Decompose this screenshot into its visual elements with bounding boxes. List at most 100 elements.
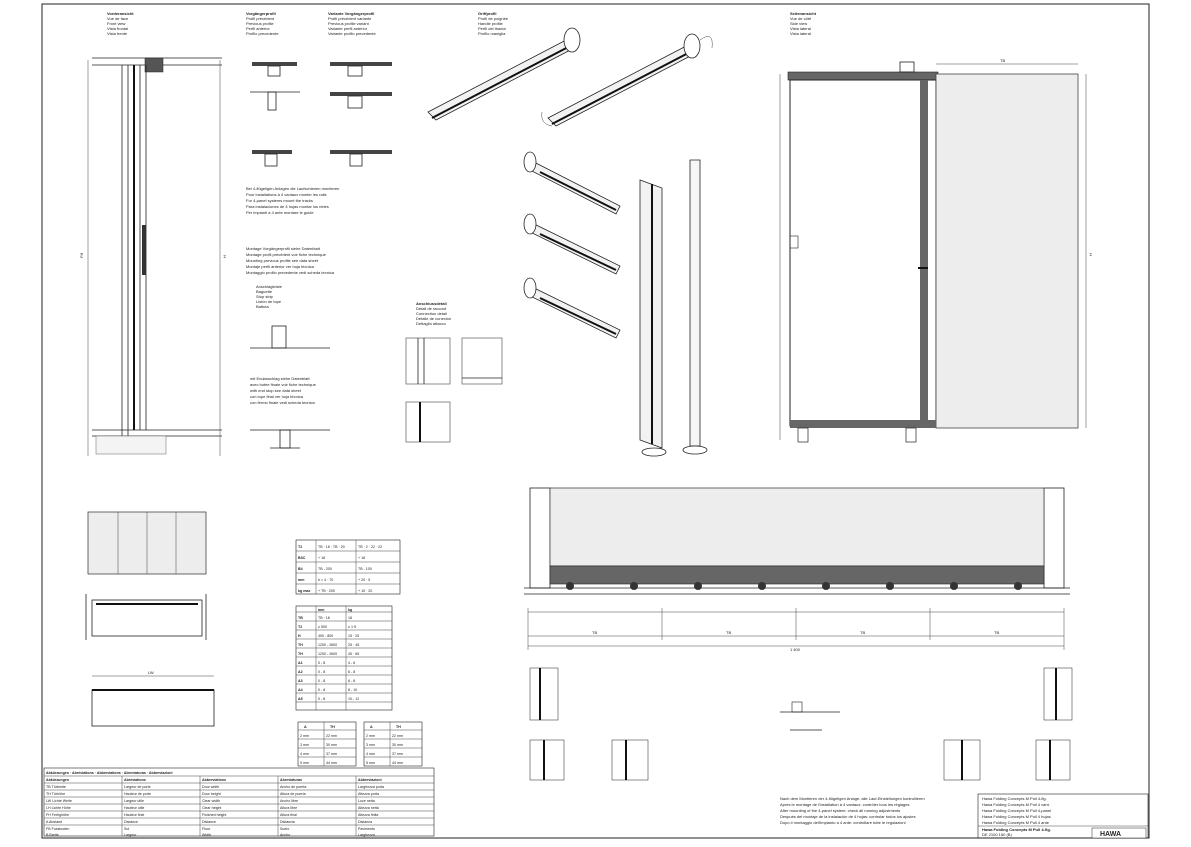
- svg-text:+ TB · 200: + TB · 200: [318, 589, 335, 593]
- svg-text:with end stop see data sheet: with end stop see data sheet: [250, 388, 302, 393]
- svg-text:Altura de puerta: Altura de puerta: [280, 792, 306, 796]
- svg-text:TB · 18: TB · 18: [318, 616, 330, 620]
- svg-text:Distance: Distance: [202, 820, 216, 824]
- svg-text:3 mm: 3 mm: [366, 743, 375, 747]
- svg-text:Seitenansicht: Seitenansicht: [790, 11, 817, 16]
- profile-details: Vorgängerprofil Profil précédent Previou…: [246, 11, 392, 449]
- svg-text:Ancho libre: Ancho libre: [280, 799, 298, 803]
- svg-text:TB: TB: [592, 630, 597, 635]
- svg-text:15 · 25: 15 · 25: [348, 634, 359, 638]
- svg-text:Pavimento: Pavimento: [358, 827, 375, 831]
- svg-text:Side view: Side view: [790, 21, 807, 26]
- svg-text:Abreviaturas: Abreviaturas: [280, 778, 302, 782]
- svg-text:2 mm: 2 mm: [366, 734, 375, 738]
- svg-text:Altezza netta: Altezza netta: [358, 806, 379, 810]
- table-a: T2 TB · 18 · TB · 20 TB · 2 · 22 · 22 B3…: [295, 539, 401, 595]
- svg-text:Door height: Door height: [202, 792, 221, 796]
- svg-text:4 - 6: 4 - 6: [348, 661, 355, 665]
- svg-text:0 - 8: 0 - 8: [318, 697, 325, 701]
- svg-text:Larghezza: Larghezza: [358, 833, 375, 837]
- svg-text:mit Endanschlag siehe Datenbla: mit Endanschlag siehe Datenblatt: [250, 376, 310, 381]
- svg-text:Profil de poignée: Profil de poignée: [478, 16, 509, 21]
- svg-text:18: 18: [348, 616, 352, 620]
- svg-text:Largeur de porte: Largeur de porte: [124, 785, 151, 789]
- svg-text:Abréviations: Abréviations: [124, 778, 146, 782]
- svg-text:Après le montage de l'installa: Après le montage de l'installation à 4 v…: [780, 802, 910, 807]
- svg-text:TH: TH: [298, 652, 303, 656]
- front-view-section: Vorderansicht Vue de face Front view Vis…: [79, 11, 227, 456]
- svg-text:For 4-panel systems mount the: For 4-panel systems mount the tracks: [246, 198, 313, 203]
- svg-text:TB: TB: [298, 616, 303, 620]
- svg-text:44 mm: 44 mm: [326, 761, 337, 765]
- svg-text:22 mm: 22 mm: [326, 734, 337, 738]
- svg-text:4 mm: 4 mm: [300, 752, 309, 756]
- svg-text:A3: A3: [298, 679, 303, 683]
- svg-text:con fermo finale vedi scheda t: con fermo finale vedi scheda tecnica: [250, 400, 315, 405]
- svg-text:Bei 4-flügeligen Anlagen die L: Bei 4-flügeligen Anlagen die Laufschiene…: [246, 186, 339, 191]
- svg-text:Vista frontal: Vista frontal: [107, 26, 128, 31]
- svg-text:25 · 45: 25 · 45: [348, 643, 359, 647]
- svg-text:400 - 800: 400 - 800: [318, 634, 333, 638]
- svg-text:Vista frente: Vista frente: [107, 31, 128, 36]
- svg-text:Altura final: Altura final: [280, 813, 297, 817]
- svg-text:0 - 8: 0 - 8: [318, 670, 325, 674]
- svg-text:Altezza finita: Altezza finita: [358, 813, 378, 817]
- svg-text:Hauteur utile: Hauteur utile: [124, 806, 144, 810]
- svg-text:Abbreviazioni: Abbreviazioni: [358, 778, 382, 782]
- title-block: Hawa Folding Concepts M Pull 4-flg. Hawa…: [977, 793, 1149, 839]
- svg-text:Perfil del tirador: Perfil del tirador: [478, 26, 507, 31]
- svg-text:LW: LW: [148, 670, 154, 675]
- svg-text:1200 - 2600: 1200 - 2600: [318, 643, 337, 647]
- svg-text:Per impianti a 4 ante montare: Per impianti a 4 ante montare le guide: [246, 210, 314, 215]
- svg-text:2 mm: 2 mm: [300, 734, 309, 738]
- svg-text:H: H: [1088, 253, 1093, 256]
- svg-text:Hawa Folding Concepts M Pull 4: Hawa Folding Concepts M Pull 4 hojas: [982, 814, 1051, 819]
- svg-text:Previous profile: Previous profile: [246, 21, 274, 26]
- svg-text:Suelo: Suelo: [280, 827, 289, 831]
- svg-text:Hawa Folding Concepts M Pull 4: Hawa Folding Concepts M Pull 4-panel: [982, 808, 1051, 813]
- svg-text:Profil précédent variante: Profil précédent variante: [328, 16, 372, 21]
- svg-text:TB · 18 · TB · 20: TB · 18 · TB · 20: [318, 545, 345, 549]
- svg-text:30 mm: 30 mm: [392, 743, 403, 747]
- plan-views: LW: [85, 511, 215, 727]
- svg-text:Hawa Folding Concepts M Pull 4: Hawa Folding Concepts M Pull 4-flg.: [982, 796, 1047, 801]
- svg-text:+ 18: + 18: [358, 556, 365, 560]
- svg-text:kg max: kg max: [298, 589, 310, 593]
- svg-text:Anschlussdetail: Anschlussdetail: [416, 301, 447, 306]
- svg-text:Variante perfil anterior: Variante perfil anterior: [328, 26, 368, 31]
- svg-text:H: H: [222, 255, 227, 258]
- svg-text:TB: TB: [1000, 58, 1005, 63]
- svg-text:Width: Width: [202, 833, 211, 837]
- svg-text:Hawa Folding Concepts M Pull 4: Hawa Folding Concepts M Pull 4 ante: [982, 820, 1050, 825]
- svg-text:mm: mm: [298, 578, 304, 582]
- svg-text:Mounting previous profile see: Mounting previous profile see data sheet: [246, 258, 319, 263]
- svg-text:LH Lichte Höhe: LH Lichte Höhe: [46, 806, 71, 810]
- svg-text:con tope final ver hoja técnic: con tope final ver hoja técnica: [250, 394, 304, 399]
- svg-text:Griffprofil: Griffprofil: [478, 11, 496, 16]
- brand-logo: [1091, 827, 1147, 839]
- svg-text:0 - 8: 0 - 8: [318, 688, 325, 692]
- svg-text:37 mm: 37 mm: [326, 752, 337, 756]
- svg-text:TH Türhöhe: TH Türhöhe: [46, 792, 65, 796]
- svg-text:5 mm: 5 mm: [300, 761, 309, 765]
- svg-text:Distancia: Distancia: [280, 820, 295, 824]
- svg-text:Altezza porta: Altezza porta: [358, 792, 379, 796]
- svg-text:Anschlagleiste: Anschlagleiste: [256, 284, 283, 289]
- svg-text:FH Fertighöhe: FH Fertighöhe: [46, 813, 69, 817]
- svg-text:37 mm: 37 mm: [392, 752, 403, 756]
- svg-text:Variante profilo precedente: Variante profilo precedente: [328, 31, 377, 36]
- svg-text:Largeur: Largeur: [124, 833, 137, 837]
- svg-text:Variante Vorgängerprofil: Variante Vorgängerprofil: [328, 11, 374, 16]
- svg-text:Floor: Floor: [202, 827, 211, 831]
- svg-text:Hawa Folding Concepts M Pull 4: Hawa Folding Concepts M Pull 4-flg.: [982, 827, 1051, 832]
- svg-text:5 mm: 5 mm: [366, 761, 375, 765]
- svg-text:0 - 8: 0 - 8: [318, 661, 325, 665]
- svg-text:Hauteur finie: Hauteur finie: [124, 813, 144, 817]
- bottom-details: [529, 667, 1073, 781]
- svg-text:mm: mm: [318, 608, 324, 612]
- svg-text:HAWA: HAWA: [1100, 831, 1121, 838]
- svg-text:TB Türbreite: TB Türbreite: [46, 785, 66, 789]
- svg-text:Distanza: Distanza: [358, 820, 372, 824]
- svg-text:TB: TB: [726, 630, 731, 635]
